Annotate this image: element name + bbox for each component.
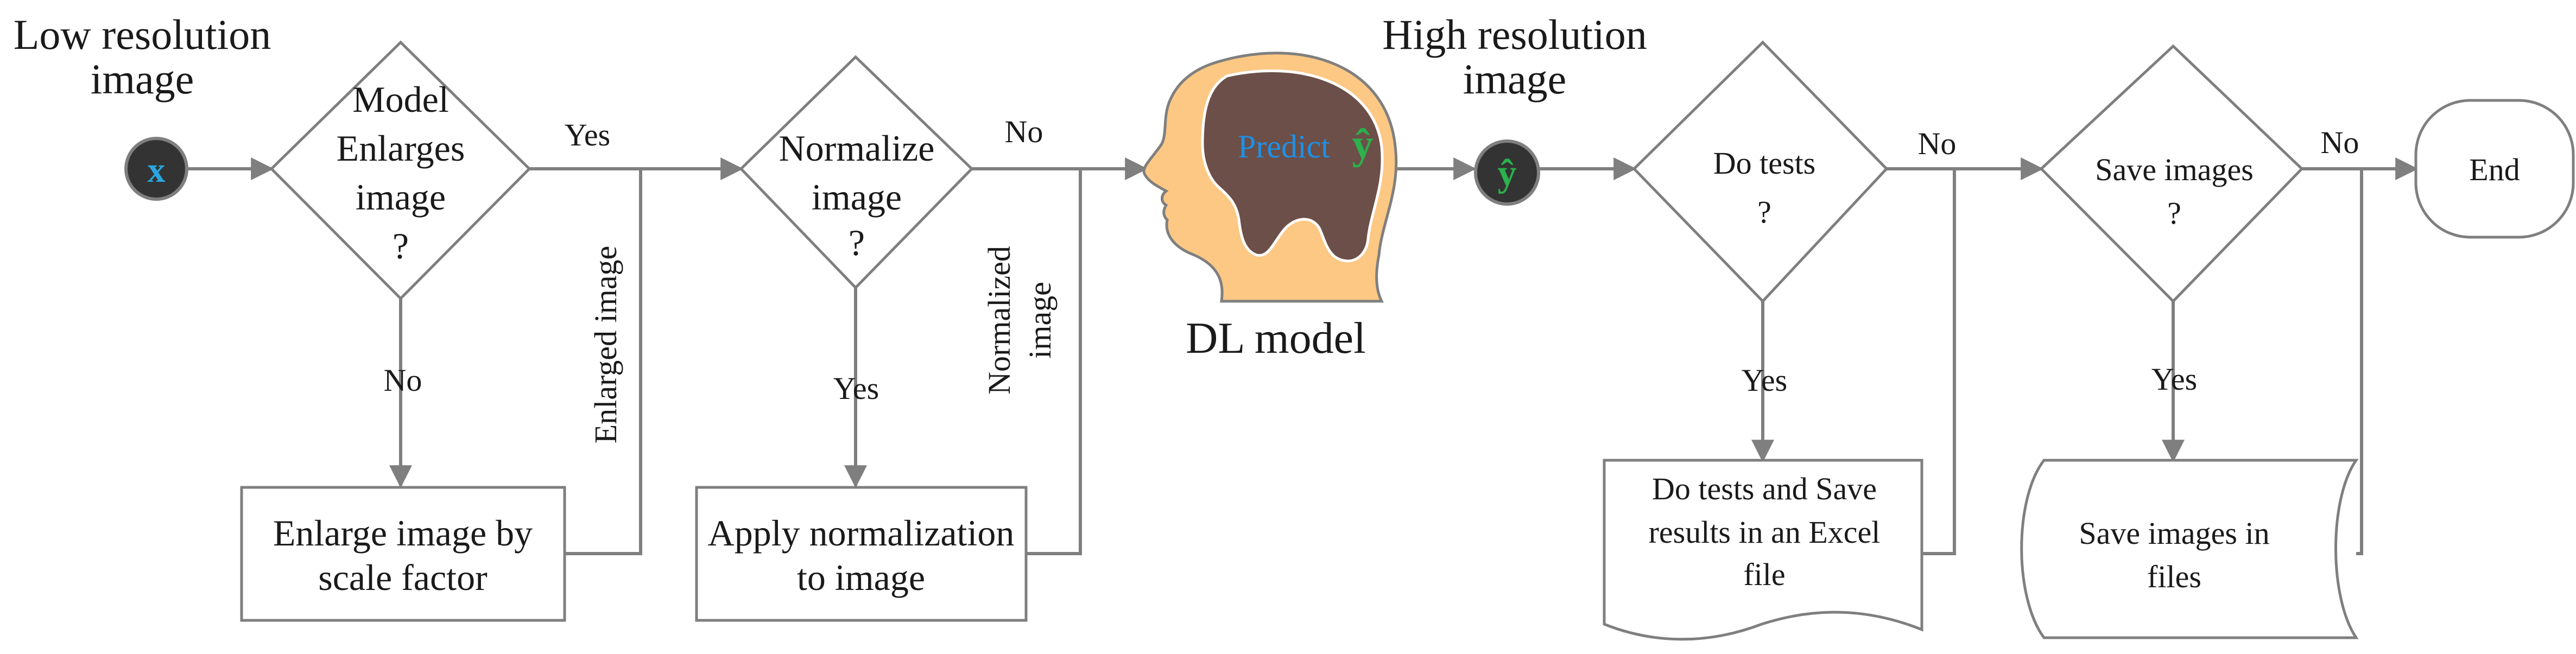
output-title-line1: High resolution [1382,11,1647,58]
predict-label: Predict [1238,129,1330,164]
decision-normalize-line1: Normalize [779,128,935,169]
end-label: End [2469,152,2520,187]
connectors [179,157,2419,555]
label-normalize-yes: Yes [833,371,879,406]
decision-enlarge-diamond [269,40,531,301]
end-terminal: End [2414,99,2575,239]
predict-symbol: ŷ [1352,120,1374,168]
input-node [124,137,188,201]
label-normalized-line1: Normalized [982,246,1017,395]
connector-tests-results [1922,169,1956,555]
decision-enlarge-line2: Enlarges [337,128,465,169]
process-enlarge-line2: scale factor [318,557,488,598]
process-enlarge: Enlarge image by scale factor [240,486,566,622]
decision-tests: Do tests ? [1632,40,1889,303]
process-normalize: Apply normalization to image [695,486,1028,622]
output-block: High resolution image ŷ [1382,11,1647,206]
process-enlarge-line1: Enlarge image by [273,512,533,554]
decision-normalize-line2: image [812,176,902,218]
decision-normalize-diamond [739,55,974,290]
decision-save-diamond [2039,44,2304,303]
brain-icon [1201,69,1384,263]
label-save-yes: Yes [2151,361,2197,397]
document-tests-line2: results in an Excel [1649,515,1881,550]
end-terminal-shape [2414,99,2575,239]
process-normalize-box [695,486,1028,622]
label-tests-no: No [1918,126,1957,161]
stored-data-save-line1: Save images in [2079,516,2269,551]
input-block: Low resolution image x [14,11,271,201]
decision-save: Save images ? [2039,44,2304,303]
decision-normalize-line3: ? [849,222,865,263]
connector-normalized-image [1026,169,1082,555]
label-normalize-no: No [1005,114,1043,149]
decision-save-line2: ? [2167,195,2181,231]
process-normalize-line1: Apply normalization [708,512,1015,554]
input-title-line2: image [91,55,194,103]
label-normalized-line2: image [1022,282,1058,359]
label-enlarged-image: Enlarged image [588,246,623,444]
input-symbol: x [148,150,166,190]
stored-data-save-shape [2020,459,2359,639]
decision-normalize: Normalize image ? [739,55,974,290]
stored-data-save-line2: files [2147,559,2201,594]
document-tests-line1: Do tests and Save [1652,471,1877,506]
document-tests: Do tests and Save results in an Excel fi… [1603,459,1923,641]
dl-model: Predict ŷ DL model [1142,52,1398,363]
document-tests-shape [1603,459,1923,641]
process-enlarge-box [240,486,566,622]
decision-enlarge: Model Enlarges image ? [269,40,531,301]
decision-tests-diamond [1632,40,1889,303]
decision-enlarge-line1: Model [352,79,449,120]
decision-save-line1: Save images [2095,152,2254,187]
connector-saved-images [2356,169,2363,555]
process-normalize-line2: to image [797,557,925,598]
label-enlarge-yes: Yes [565,117,610,153]
input-title-line1: Low resolution [14,11,271,58]
decision-tests-line2: ? [1757,194,1771,230]
label-tests-yes: Yes [1742,363,1787,398]
label-enlarge-no: No [384,363,422,398]
output-title-line2: image [1463,55,1567,103]
output-symbol: ŷ [1498,153,1517,194]
connector-enlarged-image [565,169,642,555]
decision-tests-line1: Do tests [1713,145,1816,181]
label-save-no: No [2321,125,2359,160]
document-tests-line3: file [1743,557,1785,592]
output-node [1474,139,1540,206]
model-caption: DL model [1186,313,1366,363]
stored-data-save: Save images in files [2020,459,2359,639]
decision-enlarge-line4: ? [393,225,409,266]
decision-enlarge-line3: image [356,176,446,218]
